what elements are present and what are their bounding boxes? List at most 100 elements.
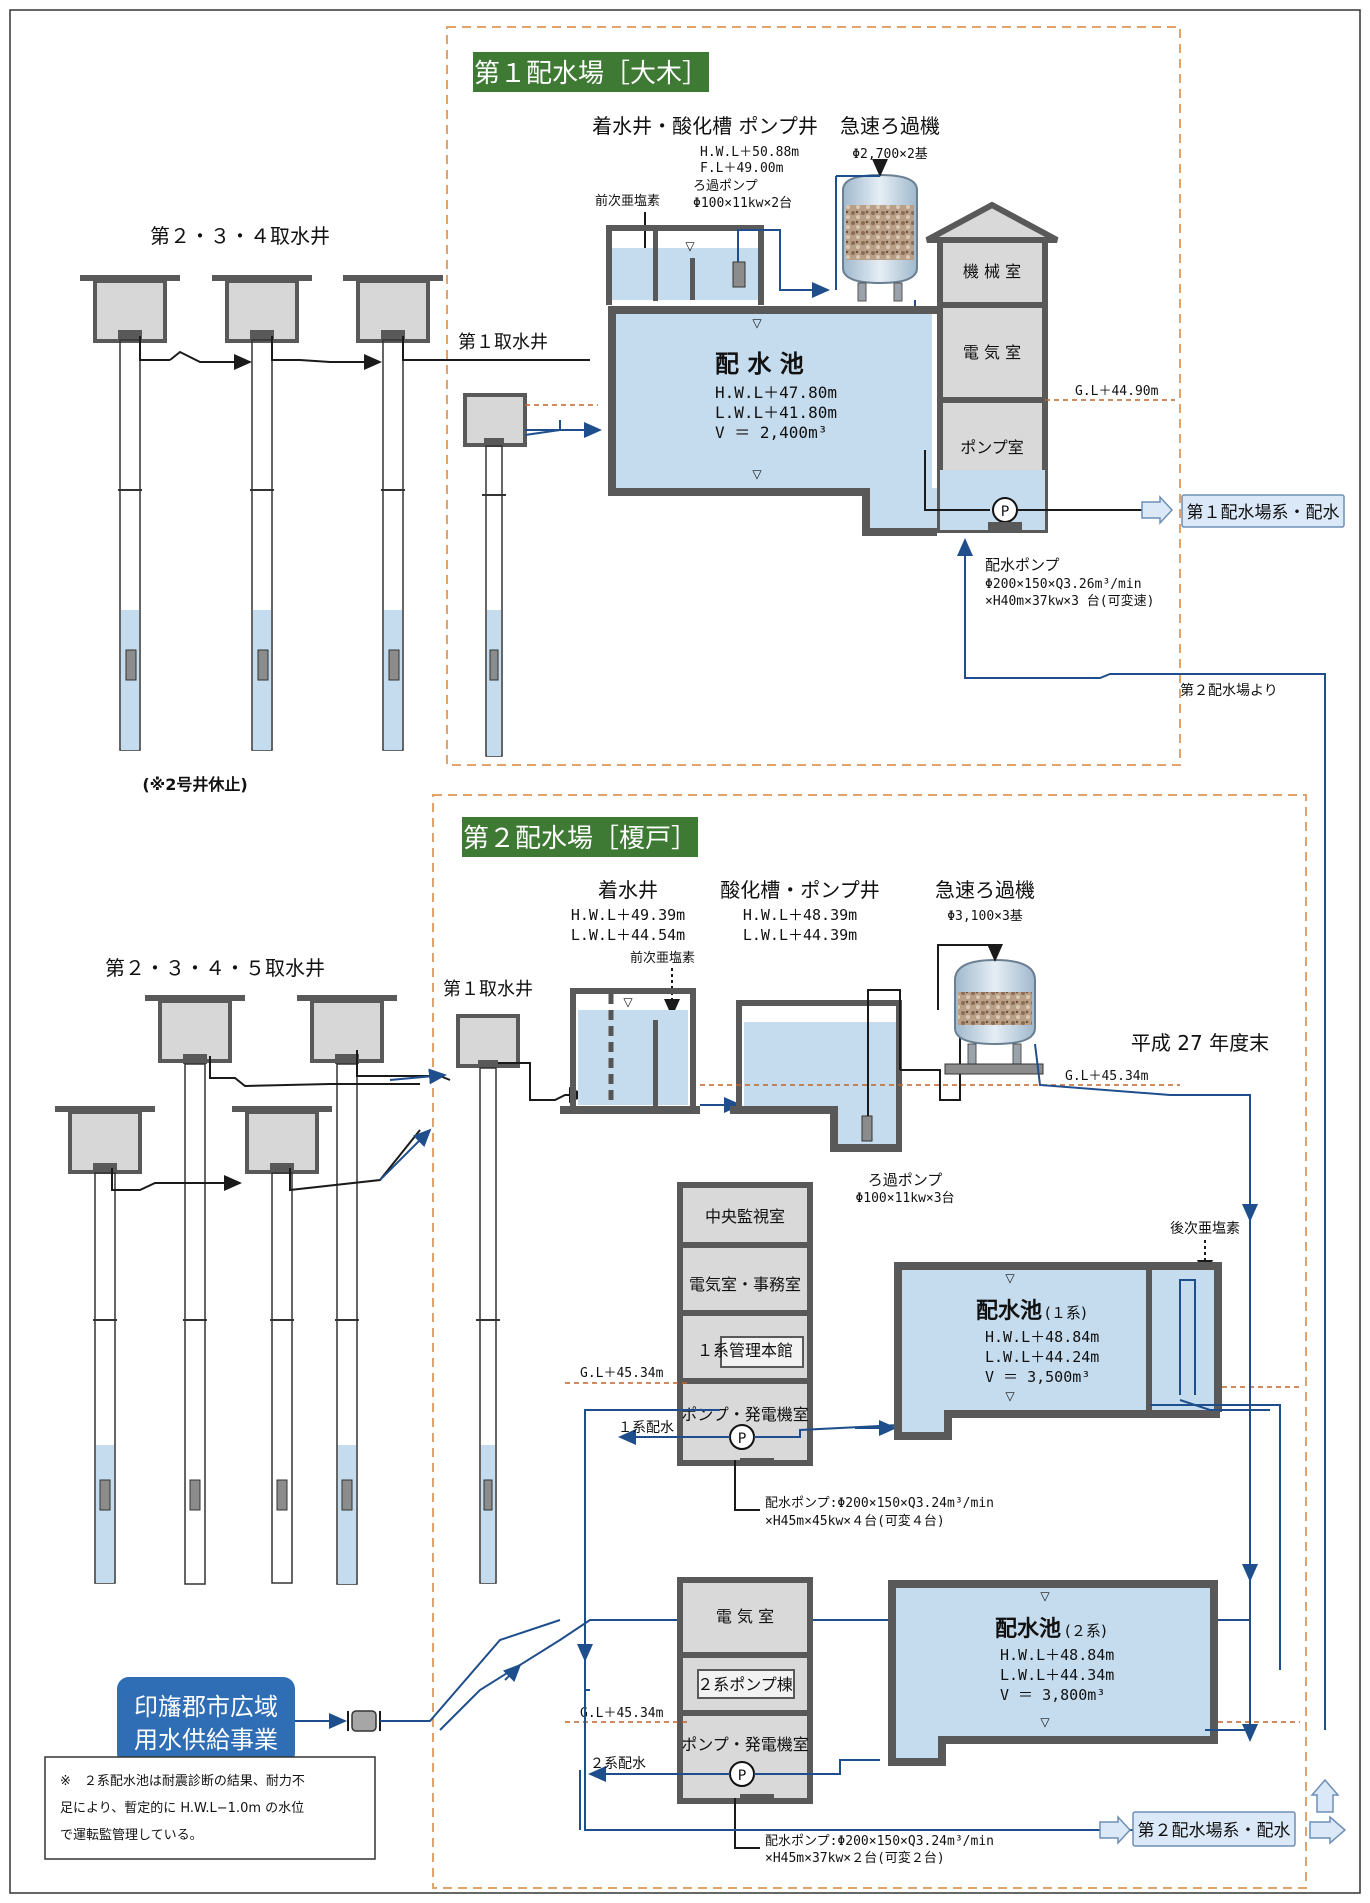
station2-pre-chlorine: 前次亜塩素	[630, 950, 695, 966]
station2-reservoir1: ▽ ▽	[894, 1262, 1222, 1440]
water-level-marker-icon: ▽	[1040, 1589, 1050, 1603]
station2-pump1-symbol: P	[738, 1431, 746, 1447]
water-level-marker-icon: ▽	[1040, 1715, 1050, 1729]
station2-filter-pump-label: ろ過ポンプ	[868, 1171, 943, 1189]
station2-dist1-label: １系配水	[618, 1420, 674, 1436]
station2-receiving-hwl: H.W.L＋49.39m	[571, 906, 685, 924]
station2-receiving-lwl: L.W.L＋44.54m	[571, 926, 685, 944]
station1-reservoir-lwl: L.W.L＋41.80m	[715, 403, 837, 422]
station1-reservoir-volume: V ＝ 2,400m³	[715, 423, 827, 442]
station1-rapid-filter-label: 急速ろ過機	[840, 114, 940, 138]
station1-building	[925, 201, 1059, 533]
water-level-marker-icon: ▽	[1005, 1389, 1015, 1403]
station2-pump2-spec1: 配水ポンプ:Φ200×150×Q3.24m³/min	[765, 1834, 994, 1849]
station2-reservoir1-name: 配水池	[976, 1299, 1042, 1324]
station2-oxidation-label: 酸化槽・ポンプ井	[720, 878, 879, 902]
station2-electric-room: 電 気 室	[716, 1607, 774, 1626]
station1-rapid-filter-spec: Φ2,700×2基	[852, 147, 928, 162]
station2-main-building: １系管理本館	[697, 1341, 793, 1360]
station2-intake-well-label: 第１取水井	[443, 979, 533, 1000]
note-line3: で運転監管理している。	[60, 1827, 203, 1843]
station1-ground-level: G.L＋44.90m	[1075, 384, 1159, 399]
station2-receiving-label: 着水井	[598, 878, 658, 902]
page-border	[9, 9, 1361, 1894]
note-line2: 足により、暫定的に H.W.L−1.0m の水位	[60, 1800, 304, 1816]
station1-zone	[446, 26, 1181, 766]
water-level-marker-icon: ▽	[623, 995, 633, 1009]
station2-reservoir2-sub: (２系)	[1065, 1622, 1107, 1640]
station2-central-monitor: 中央監視室	[705, 1207, 785, 1226]
arrow-icon	[1099, 1815, 1132, 1845]
station1-from-second: 第２配水場より	[1180, 682, 1278, 699]
station1-filter-pump-spec: Φ100×11kw×2台	[693, 196, 792, 211]
water-level-marker-icon: ▽	[752, 467, 762, 481]
note-line1: ※ ２系配水池は耐震診断の結果、耐力不	[60, 1773, 305, 1789]
supplier-line2: 用水供給事業	[134, 1726, 278, 1754]
station2-well-4	[232, 1106, 332, 1584]
station2-oxidation-lwl: L.W.L＋44.39m	[743, 926, 857, 944]
water-level-marker-icon: ▽	[1005, 1271, 1015, 1285]
station2-reservoir1-lwl: L.W.L＋44.24m	[985, 1348, 1099, 1366]
station1-wells-title: 第２・３・４取水井	[150, 224, 330, 248]
station1-receiving-tank: ▽	[606, 225, 764, 305]
station2-receiving-tank: ▽	[560, 988, 700, 1114]
station2-rapid-filter-label: 急速ろ過機	[935, 878, 1035, 902]
station2-pump-gen-room2: ポンプ・発電機室	[681, 1735, 809, 1754]
station2-outflow-box	[1132, 1811, 1296, 1847]
station1-dist-pump-spec2: ×H40m×37kw×3 台(可変速)	[985, 593, 1154, 609]
station2-ground-level-top: G.L＋45.34m	[1065, 1069, 1149, 1084]
station2-title: 第２配水場［榎戸］	[463, 824, 697, 854]
station1-intake-well	[463, 393, 527, 757]
station1-outflow-label: 第１配水場系・配水	[1187, 503, 1340, 523]
station1-title-bg	[473, 52, 709, 92]
station2-wells-title: 第２・３・４・５取水井	[105, 956, 325, 980]
supplier-line1: 印旛郡市広域	[134, 1693, 278, 1721]
flowmeter-icon	[347, 1710, 381, 1732]
station2-post-chlorine: 後次亜塩素	[1170, 1221, 1240, 1237]
station1-filter-pump-label: ろ過ポンプ	[693, 179, 758, 194]
station2-pump-building2: ２系ポンプ棟	[697, 1675, 793, 1694]
station2-dist2-label: ２系配水	[590, 1756, 646, 1772]
station2-ground-level-2: G.L＋45.34m	[580, 1706, 664, 1721]
station2-well-5	[297, 995, 397, 1585]
station2-reservoir2-lwl: L.W.L＋44.34m	[1000, 1666, 1114, 1684]
station1-receiving-label: 着水井・酸化槽 ポンプ井	[592, 114, 818, 138]
station2-oxidation-hwl: H.W.L＋48.39m	[743, 906, 857, 924]
arrow-icon	[1310, 1778, 1340, 1813]
station1-suspended-note: (※2号井休止)	[142, 775, 247, 794]
water-level-marker-icon: ▽	[752, 316, 762, 330]
station2-title-bg	[462, 817, 698, 857]
station1-reservoir-name: 配 水 池	[715, 350, 804, 378]
station2-pump1-spec2: ×H45m×45kw×４台(可変４台)	[765, 1513, 945, 1529]
station2-pump2-symbol: P	[738, 1768, 746, 1784]
station2-pump2-spec2: ×H45m×37kw×２台(可変２台)	[765, 1850, 945, 1866]
station1-rapid-filter	[842, 173, 918, 302]
station1-reservoir-hwl: H.W.L＋47.80m	[715, 383, 837, 402]
station2-electric-office: 電気室・事務室	[689, 1275, 801, 1294]
arrow-icon	[1309, 1815, 1347, 1845]
station2-rapid-filter-spec: Φ3,100×3基	[947, 909, 1023, 924]
station1-well-2	[80, 275, 180, 751]
station2-pump1-spec1: 配水ポンプ:Φ200×150×Q3.24m³/min	[765, 1496, 994, 1511]
station2-fiscal-year: 平成 27 年度末	[1131, 1031, 1269, 1055]
station2-well-2	[55, 1106, 155, 1584]
note-box	[44, 1756, 376, 1860]
station2-rapid-filter	[944, 958, 1044, 1075]
supplier-box	[117, 1677, 295, 1765]
station1-receiving-hwl: H.W.L＋50.88m	[700, 145, 799, 160]
station1-intake-well-label: 第１取水井	[458, 332, 548, 353]
station2-ground-level-1: G.L＋45.34m	[580, 1366, 664, 1381]
station2-reservoir2-volume: V ＝ 3,800m³	[1000, 1686, 1105, 1704]
station1-pump-symbol: P	[1001, 504, 1009, 520]
station2-well-3	[145, 995, 245, 1585]
station2-pump-gen-room1: ポンプ・発電機室	[681, 1405, 809, 1424]
station1-electric-room: 電 気 室	[963, 343, 1021, 362]
station2-oxidation-tank	[730, 1000, 902, 1152]
station2-intake-well	[456, 1014, 520, 1584]
water-level-marker-icon: ▽	[685, 239, 695, 253]
station1-well-4	[343, 275, 443, 751]
station1-pre-chlorine: 前次亜塩素	[595, 193, 660, 209]
station2-zone	[432, 794, 1307, 1889]
station1-outflow-box	[1181, 494, 1345, 528]
